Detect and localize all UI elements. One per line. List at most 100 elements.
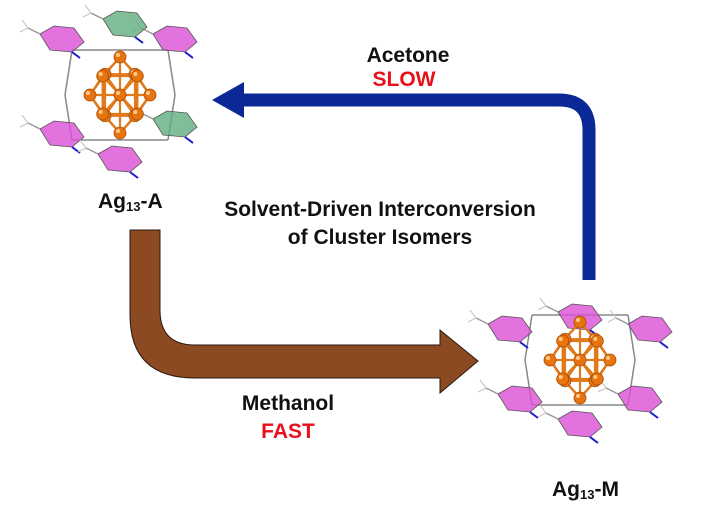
cluster-ag13-a [19,4,198,179]
h-bond [607,317,617,323]
ligand-ring [97,145,143,173]
h-bond [537,412,547,418]
methyl-bond [605,387,619,395]
ligand-ring [557,410,603,438]
title-line-2: of Cluster Isomers [287,226,473,249]
h-bond [597,387,607,393]
ligand-ring [497,385,543,413]
isomer-m-prefix: Ag [552,478,580,501]
ag-atom [113,50,127,64]
methyl-bond [27,27,41,35]
ag-atom-highlight [576,356,580,360]
ag-atom [113,88,127,102]
ag-atom [590,334,604,348]
ag-atom [573,353,587,367]
h-bond [539,297,547,307]
ag-atom-highlight [558,375,563,379]
nitrogen-bond [589,436,599,444]
ag-atom-highlight [133,72,138,76]
h-bond [609,309,617,319]
ligand-ring [152,110,198,138]
title-line-1: Solvent-Driven Interconversion [224,198,536,221]
isomer-a-prefix: Ag [98,190,126,213]
ag-atom-highlight [593,375,598,379]
methyl-bond [475,317,489,325]
h-bond [19,27,29,33]
h-bond [537,305,547,311]
ag-atom-highlight [576,394,580,398]
h-bond [477,387,487,393]
ligand-ring [39,120,85,148]
ligand-ring [152,25,198,53]
ligand-ring [627,315,673,343]
methyl-bond [85,147,99,155]
nitrogen-bond [129,171,139,179]
ag-atom-highlight [558,337,563,341]
nitrogen-bond [184,136,194,144]
h-bond [467,317,477,323]
isomer-m-suffix: -M [594,478,619,501]
ag-atom [96,69,110,83]
nitrogen-bond [529,411,539,419]
ag-atom [143,88,157,102]
h-bond [479,379,487,389]
ligand-ring [39,25,85,53]
ag-atom-highlight [576,318,580,322]
ligand-ring [102,10,148,38]
ag-atom-highlight [86,91,90,95]
ag-atom-highlight [116,129,120,133]
isomer-a-suffix: -A [140,190,163,213]
ag-atom [573,391,587,405]
methanol-arrow [129,229,479,395]
ag-atom-highlight [98,110,103,114]
frame-bond [627,314,636,361]
nitrogen-bond [649,411,659,419]
ag-atom-highlight [546,356,550,360]
ligand-ring [487,315,533,343]
nitrogen-bond [134,36,144,44]
nitrogen-bond [184,51,194,59]
ag-atom-highlight [133,110,138,114]
ag-atom [83,88,97,102]
h-bond [84,4,92,14]
ag-atom [603,353,617,367]
h-bond [21,19,29,29]
methyl-bond [545,305,559,313]
h-bond [79,139,87,149]
acetone-arrow [212,82,596,280]
fast-label: FAST [261,420,315,443]
ag-atom [543,353,557,367]
frame-bond [524,314,533,361]
ag-atom [130,107,144,121]
isomer-m-subscript: 13 [580,487,595,502]
ag-atom [590,372,604,386]
acetone-label: Acetone [366,44,450,67]
methyl-bond [615,317,629,325]
isomer-m-label: Ag13-M [552,478,619,502]
cluster-ag13-m [467,297,673,444]
ligand-ring [617,385,663,413]
slow-label: SLOW [372,68,436,91]
h-bond [539,404,547,414]
nitrogen-bond [71,51,81,59]
ag-atom [556,334,570,348]
ag-atom-highlight [146,91,150,95]
h-bond [77,147,87,153]
ag-atom [96,107,110,121]
ag-atom [113,126,127,140]
ag-atom [573,315,587,329]
methyl-bond [90,12,104,20]
h-bond [469,309,477,319]
ag-atom [556,372,570,386]
ag-atom-highlight [116,91,120,95]
methanol-label: Methanol [241,392,335,415]
ag-atom-highlight [98,72,103,76]
ag-atom-highlight [593,337,598,341]
h-bond [21,114,29,124]
h-bond [19,122,29,128]
isomer-a-subscript: 13 [126,199,141,214]
nitrogen-bond [659,341,669,349]
nitrogen-bond [519,341,529,349]
methyl-bond [27,122,41,130]
